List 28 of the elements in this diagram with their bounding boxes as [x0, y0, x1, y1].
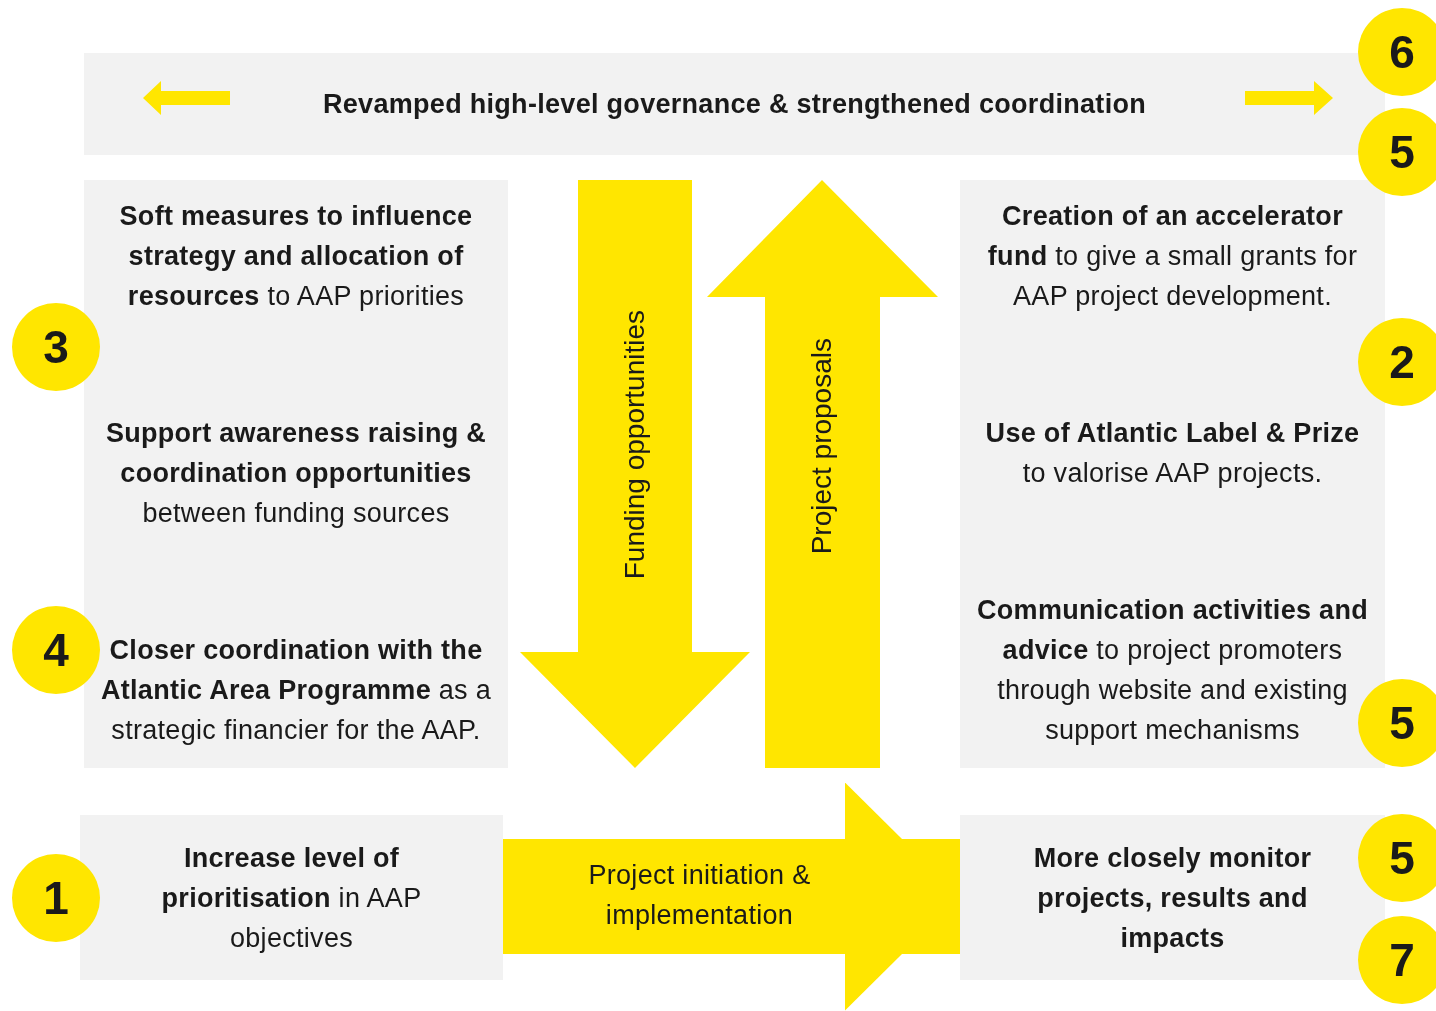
block-arrow [503, 782, 960, 1011]
panel-text: Closer coordination with the Atlantic Area Programme as a strategic financier for the AAP. [100, 634, 492, 747]
banner-band [84, 53, 1385, 155]
panel-text: Use of Atlantic Label & Prize to valorise AAP projects. [984, 417, 1361, 490]
text-panel [84, 180, 508, 768]
step-number: 5 [1389, 129, 1415, 175]
step-number: 4 [43, 627, 69, 673]
down-arrow-shape [520, 180, 750, 768]
panel-text: Increase level of prioritisation in AAP objectives [160, 841, 423, 955]
step-number: 7 [1389, 937, 1415, 983]
banner-text: Revamped high-level governance & strengthened coordination [322, 88, 1147, 121]
panel-text: Creation of an accelerator fund to give a small grants for AAP project development. [986, 200, 1359, 313]
text-panel [960, 815, 1385, 980]
panel-text: Support awareness raising & coordination opportunities between funding sources [104, 417, 488, 530]
step-number: 5 [1389, 835, 1415, 881]
step-number: 6 [1389, 29, 1415, 75]
text-panel [960, 180, 1385, 768]
step-number: 3 [43, 324, 69, 370]
step-number: 1 [43, 875, 69, 921]
step-number: 5 [1389, 700, 1415, 746]
text-panel [80, 815, 503, 980]
step-number: 2 [1389, 339, 1415, 385]
arrow-text: Project proposals [805, 338, 838, 555]
panel-text: Communication activities and advice to project promoters through website and existing support mechanisms [976, 594, 1369, 747]
panel-text: More closely monitor projects, results and impacts [1032, 841, 1313, 955]
panel-text: Soft measures to influence strategy and allocation of resources to AAP priorities [118, 200, 474, 313]
up-arrow-shape [707, 180, 938, 768]
arrow-text: Funding opportunities [618, 310, 651, 580]
